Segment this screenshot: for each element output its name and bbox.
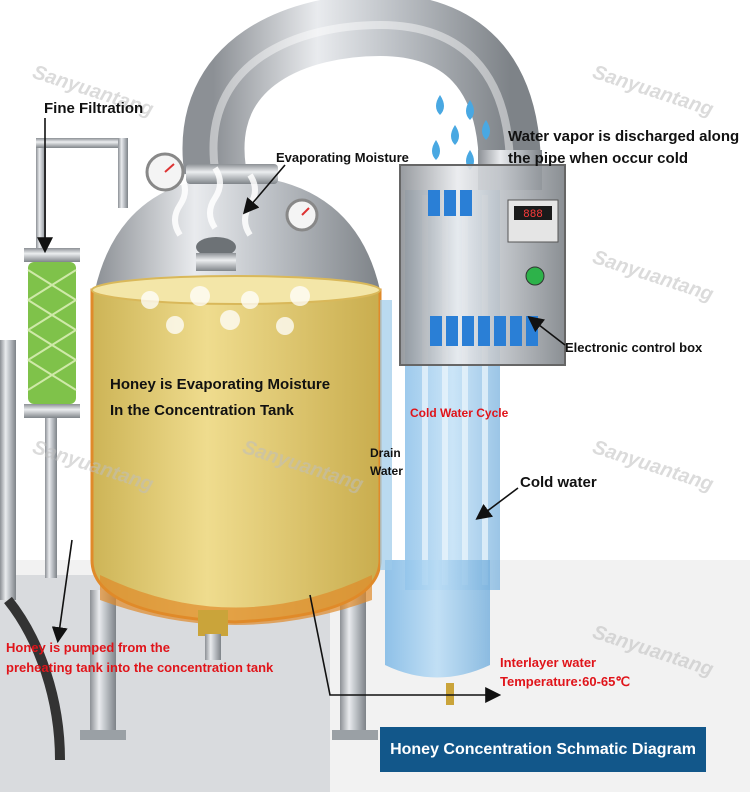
label-interlayer-line2: Temperature:60-65℃ [500,674,630,689]
label-pumped-line1: Honey is pumped from the [6,640,170,655]
diagram-title-banner: Honey Concentration Schmatic Diagram [380,727,706,772]
jacket-drain-valve [446,683,454,705]
pressure-gauge-right [285,198,319,232]
tank-bottom-band [100,575,372,625]
breaker-row-top [428,190,472,216]
drain-water-pipe [380,300,392,570]
label-drain: Drain [370,446,401,460]
label-water: Water [370,464,403,478]
black-hose [4,596,65,761]
label-cold-water-cycle: Cold Water Cycle [410,406,509,420]
pressure-gauge-left [145,152,185,192]
interlayer-water-jacket [385,560,490,678]
label-fine-filtration: Fine Filtration [44,100,144,117]
drain-valve [198,610,228,636]
label-tank-line1: Honey is Evaporating Moisture [110,376,331,393]
fine-filter [24,138,128,578]
vapor-pipe-arch [182,0,541,175]
label-pumped-line2: preheating tank into the concentration t… [6,660,274,675]
label-evaporating-moisture: Evaporating Moisture [276,150,409,165]
drain-valve-stem [205,634,221,660]
tank-foot-left [80,730,126,740]
tank-inlet-neck [196,253,236,271]
preheating-tank-edge [0,340,16,600]
label-cold-water: Cold water [520,474,597,491]
tank-inlet-port [196,237,236,257]
label-control-box: Electronic control box [565,340,703,355]
label-vapor-line2: the pipe when occur cold [508,150,689,167]
green-button [525,266,545,286]
controller-display: 888 [523,209,543,221]
water-droplets [432,95,490,170]
breaker-row-bottom [430,316,538,346]
honey-bubbles [141,286,310,335]
label-tank-line2: In the Concentration Tank [110,402,294,419]
tank-dome [95,175,380,290]
tank-leg-left [90,590,116,740]
concentration-tank-body [92,290,380,622]
vapor-pipe-highlight [209,20,514,171]
tank-foot-right [332,730,378,740]
tank-top-flange [186,164,278,184]
controller-screen [514,206,552,220]
annotation-arrows [37,118,566,703]
label-vapor-line1: Water vapor is discharged along [508,128,740,145]
honey-surface [91,275,381,305]
label-interlayer-line1: Interlayer water [500,655,597,670]
